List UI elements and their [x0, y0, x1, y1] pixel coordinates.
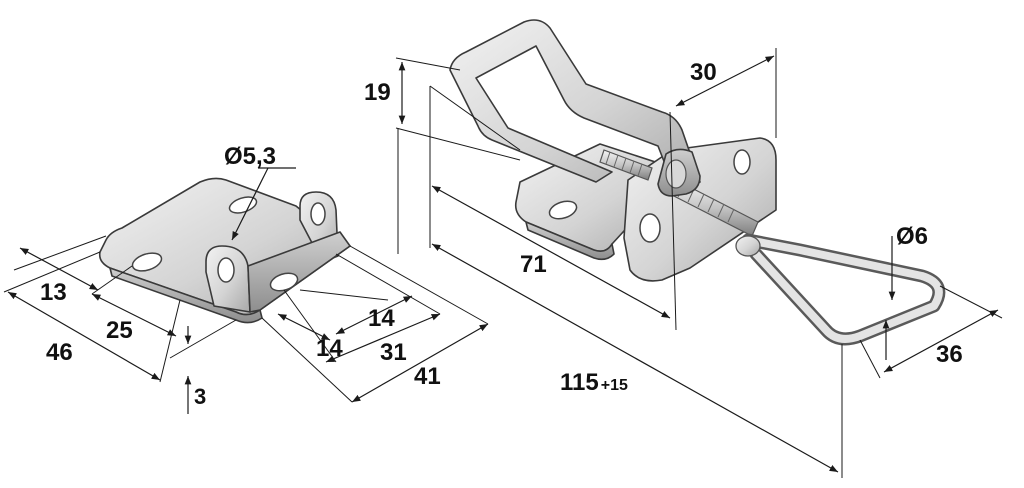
- dimension-lines-right: [395, 48, 1003, 478]
- dim-plate-hole-offset: 25: [106, 317, 133, 344]
- dim-loop-width: 36: [936, 341, 963, 368]
- dim-body-width: 30: [690, 59, 717, 86]
- dim-plate-width: 46: [46, 339, 73, 366]
- dim-plate-depth: 13: [40, 279, 67, 306]
- dimension-labels: Ø5,3 13 25 46 3 14 14 31 41 19 30 71 Ø6 …: [40, 59, 963, 409]
- dim-total-length: 115+15: [560, 369, 628, 396]
- thread-lines: [605, 151, 735, 223]
- dim-bracket-width: 31: [380, 339, 407, 366]
- ear-hole-front: [217, 257, 235, 283]
- bracket-hole: [269, 272, 299, 292]
- plate-hole-rear: [228, 196, 258, 214]
- pivot-hole-rear: [733, 149, 751, 175]
- dim-overall-base: 41: [414, 363, 441, 390]
- dim-hole-diameter-plate: Ø5,3: [224, 143, 276, 170]
- pivot-hole: [639, 213, 661, 243]
- dim-lever-height: 19: [364, 79, 391, 106]
- plate-hole-front: [131, 252, 163, 272]
- dim-hole-spacing-a: 14: [368, 305, 395, 332]
- dim-loop-diameter: Ø6: [896, 223, 928, 250]
- dim-body-length: 71: [520, 251, 547, 278]
- ear-hole-rear: [310, 202, 326, 226]
- strike-plate: [98, 177, 351, 324]
- dim-hole-spacing-b: 14: [316, 335, 343, 362]
- dim-thickness: 3: [194, 384, 206, 409]
